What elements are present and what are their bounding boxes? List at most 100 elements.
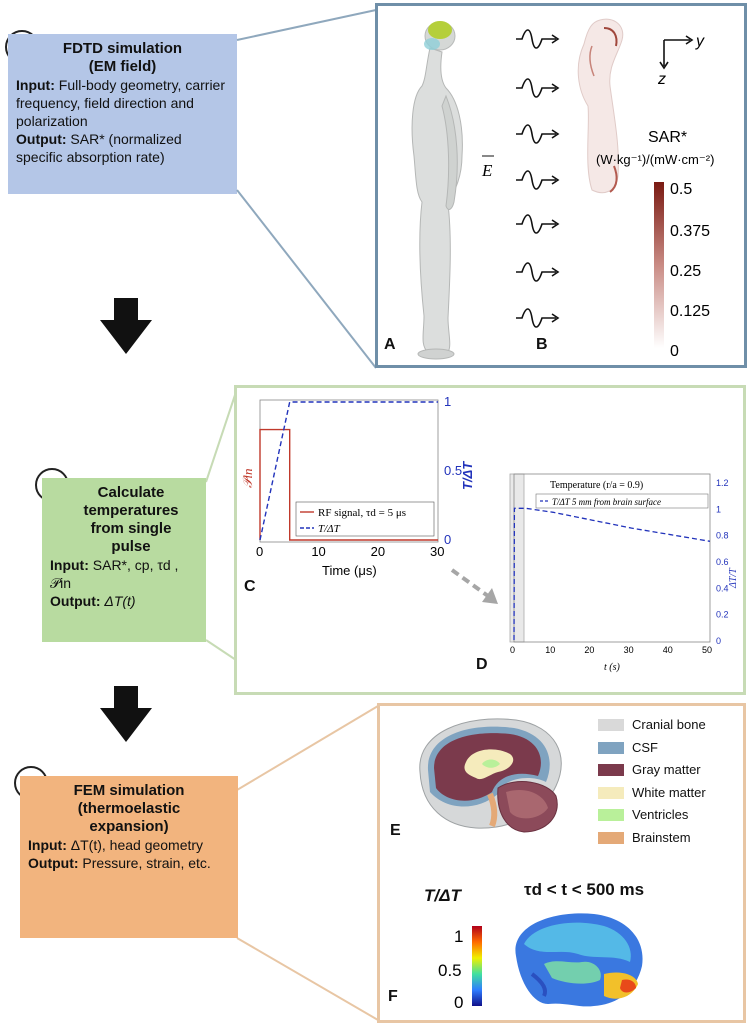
brain-anatomy <box>419 718 562 833</box>
chart-d-legend-box <box>535 493 709 509</box>
sar-tick-0: 0.5 <box>670 181 692 198</box>
tissue-swatch <box>598 831 624 844</box>
step-3-title: FEM simulation (thermoelastic expansion) <box>28 782 230 836</box>
f-colorbar-bar <box>472 926 482 1006</box>
panel-label-c: C <box>244 578 256 595</box>
y-tick-label: 0 <box>444 532 451 547</box>
body-silhouette <box>411 21 463 360</box>
x-tick-label: 0 <box>510 645 515 655</box>
sar-tick-1: 0.375 <box>670 223 710 240</box>
panel-ef-frame <box>377 703 746 1023</box>
y-tick-label: 1.2 <box>716 478 729 488</box>
step-1-output-label: Output: <box>16 131 67 147</box>
tissue-legend-label: Gray matter <box>632 762 701 777</box>
panel-label-a: A <box>384 336 396 353</box>
x-tick-label: 20 <box>584 645 594 655</box>
f-tick-0: 1 <box>454 927 463 946</box>
y-tick-label: 0 <box>716 636 721 646</box>
axis-y-label: y <box>695 33 705 50</box>
chart-c-y-right-label: T/ΔT <box>460 461 475 490</box>
chart-c-legend-rf: RF signal, τd = 5 μs <box>318 507 406 519</box>
y-tick-label: 1 <box>444 394 451 409</box>
tissue-swatch <box>598 719 624 732</box>
tissue-swatch <box>598 809 624 822</box>
axes-indicator <box>659 35 694 70</box>
brain-highlight <box>428 21 452 39</box>
tissue-legend-item: Cranial bone <box>598 714 738 737</box>
step-2-input-label: Input: <box>50 557 89 573</box>
step-2-output: Output: ΔT(t) <box>50 592 198 610</box>
down-arrow-1 <box>100 298 152 354</box>
x-tick-label: 40 <box>663 645 673 655</box>
sar-tick-4: 0 <box>670 343 679 360</box>
x-tick-label: 50 <box>702 645 712 655</box>
chart-c-legend-t: T/ΔT <box>318 523 341 535</box>
panel-ab-graphic: E y z SAR* (W·kg⁻¹)/(mW·cm⁻²) 0.5 0.375 … <box>411 18 714 360</box>
x-tick-label: 30 <box>430 544 444 559</box>
tissue-legend-label: Brainstem <box>632 829 691 845</box>
x-tick-label: 0 <box>256 544 263 559</box>
axis-z-label: z <box>657 71 666 88</box>
sar-title: SAR* <box>648 129 687 146</box>
tissue-legend: Cranial bone CSF Gray matter White matte… <box>598 714 738 849</box>
step-3-box: FEM simulation (thermoelastic expansion)… <box>20 776 238 938</box>
step-3-title-line1: FEM simulation <box>73 782 185 799</box>
y-tick-label: 0.8 <box>716 531 729 541</box>
tissue-swatch <box>598 786 624 799</box>
step-2-title-line1: Calculate <box>97 484 165 501</box>
x-tick-label: 30 <box>624 645 634 655</box>
chart-c-rf-line <box>259 428 438 541</box>
tissue-legend-item: Brainstem <box>598 827 738 850</box>
chart-d-line <box>513 507 711 641</box>
tissue-swatch <box>598 741 624 754</box>
chart-c-t-line <box>259 401 438 541</box>
f-colorbar: 1 0.5 0 <box>438 926 482 1010</box>
step-1-title-line1: FDTD simulation <box>62 40 183 57</box>
step-1-box: FDTD simulation (EM field) Input: Full-b… <box>8 34 237 194</box>
step-2-title-line2: temperatures <box>83 502 179 519</box>
sar-units: (W·kg⁻¹)/(mW·cm⁻²) <box>596 152 714 167</box>
step-2-title: Calculate temperatures from single pulse <box>50 484 198 556</box>
tissue-legend-item: Gray matter <box>598 759 738 782</box>
panel-cd-frame <box>234 385 746 695</box>
chart-d-title: Temperature (r/a = 0.9) <box>550 480 643 491</box>
sar-colorbar <box>654 182 664 348</box>
step-1-input-text: Full-body geometry, carrier frequency, f… <box>16 77 226 129</box>
step-3-input-text: ΔT(t), head geometry <box>70 837 204 853</box>
step-3-title-line2: (thermoelastic <box>77 800 181 817</box>
field-symbol: E <box>481 161 493 180</box>
x-tick-label: 10 <box>545 645 555 655</box>
tissue-legend-label: White matter <box>632 784 706 800</box>
chart-d-y-label: ΔT/T <box>728 567 739 589</box>
x-tick-label: 10 <box>311 544 325 559</box>
panel-ab-frame <box>375 3 747 368</box>
f-range-title: τd < t < 500 ms <box>524 880 645 899</box>
chart-d-legend: T/ΔT 5 mm from brain surface <box>552 497 661 507</box>
tissue-legend-item: Ventricles <box>598 804 738 827</box>
sar-tick-3: 0.125 <box>670 303 710 320</box>
step-1-title-line2: (EM field) <box>88 58 157 75</box>
y-tick-label: 0.5 <box>444 463 462 478</box>
tissue-legend-item: White matter <box>598 782 738 805</box>
step-2-input: Input: SAR*, cp, τd , 𝒫in <box>50 556 198 592</box>
y-tick-label: 0.6 <box>716 557 729 567</box>
step-2-output-text: ΔT(t) <box>104 593 136 609</box>
step-2-input-text: SAR*, cp, τd , 𝒫in <box>50 557 179 591</box>
tissue-legend-label: CSF <box>632 739 658 755</box>
y-tick-label: 0.2 <box>716 610 729 620</box>
step-2-title-line4: pulse <box>111 538 151 555</box>
step-1-title: FDTD simulation (EM field) <box>16 40 229 76</box>
panel-label-f: F <box>388 988 398 1005</box>
chart-c-legend-box <box>295 501 435 537</box>
f-tick-2: 0 <box>454 993 463 1010</box>
chart-c-x-label: Time (μs) <box>322 563 377 578</box>
f-colorbar-title: T/ΔT <box>424 886 461 905</box>
step-3-input-label: Input: <box>28 837 67 853</box>
step-1-output: Output: SAR* (normalized specific absorp… <box>16 130 229 166</box>
chart-d-shade <box>509 473 525 643</box>
step-3-output-text: Pressure, strain, etc. <box>82 855 211 871</box>
chart-c-y-left-label: 𝒫in <box>240 469 255 489</box>
sar-head-map <box>577 18 624 194</box>
